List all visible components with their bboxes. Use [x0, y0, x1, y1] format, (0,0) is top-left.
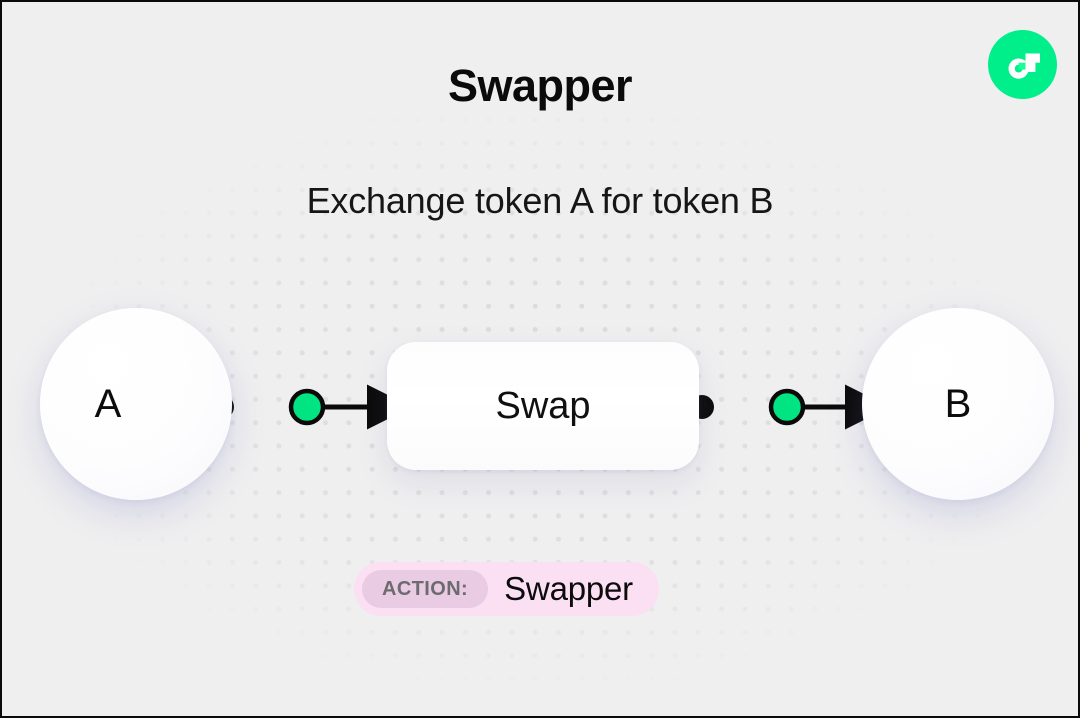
node-swap[interactable]: Swap	[387, 342, 699, 470]
flow-logo	[988, 30, 1057, 99]
action-badge: ACTION: Swapper	[354, 562, 659, 616]
node-token-a[interactable]: A	[40, 308, 232, 500]
page-subtitle: Exchange token A for token B	[306, 180, 774, 221]
edge-a-to-swap	[210, 384, 412, 430]
node-token-a-label: A	[94, 381, 122, 426]
action-badge-value: Swapper	[504, 570, 633, 607]
edge-swap-to-b	[690, 384, 890, 430]
node-token-b[interactable]: B	[862, 308, 1054, 500]
edge-midpoint-handle	[288, 388, 326, 426]
page-title: Swapper	[447, 60, 633, 111]
edge-midpoint-handle	[768, 388, 806, 426]
action-badge-key: ACTION:	[362, 570, 489, 608]
node-swap-label: Swap	[495, 384, 591, 427]
node-token-b-label: B	[944, 381, 972, 426]
